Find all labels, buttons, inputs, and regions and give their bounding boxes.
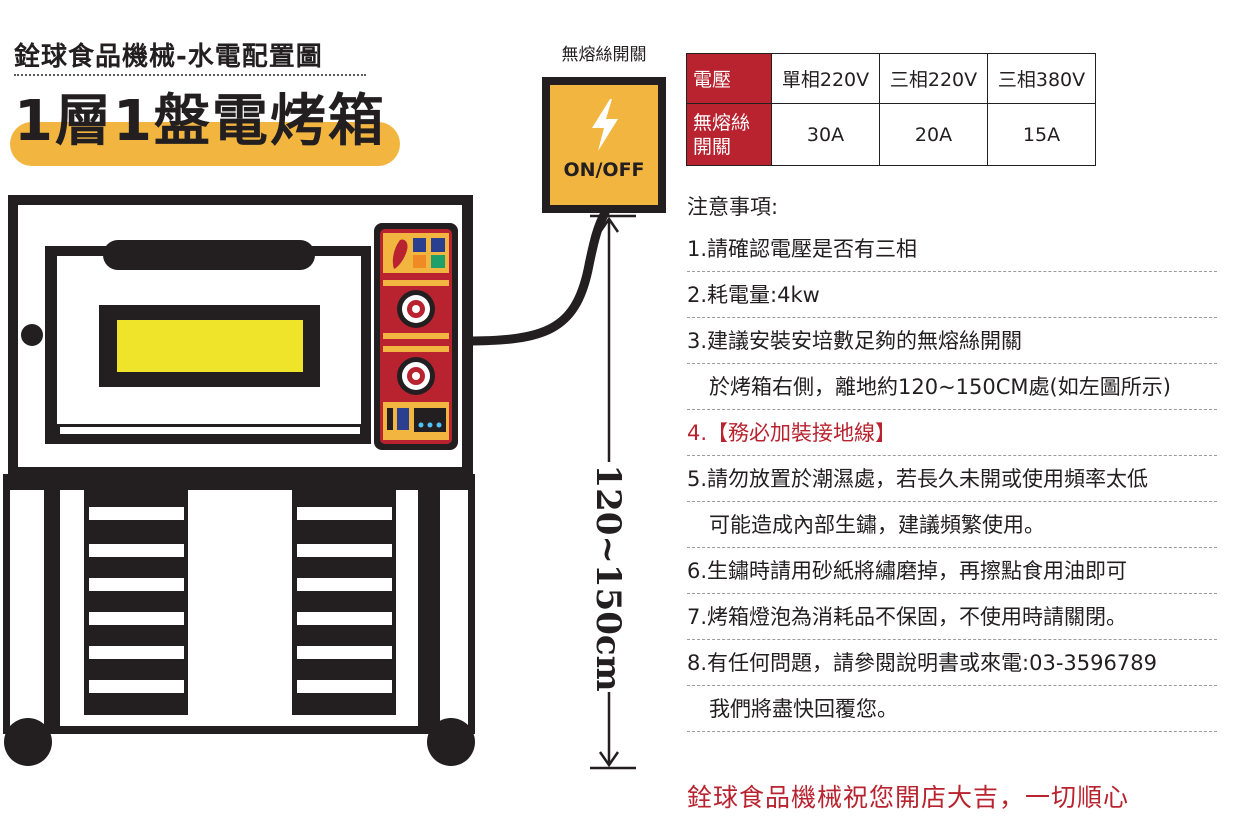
breaker-switch-box: ON/OFF	[542, 77, 666, 213]
rack-column-right	[292, 490, 396, 715]
list-item: 5.請勿放置於潮濕處，若長久未開或使用頻率太低	[687, 456, 1217, 502]
table-header-cell: 無熔絲 開關	[686, 103, 772, 166]
rack-column-left	[84, 490, 188, 715]
temperature-dial-top	[397, 290, 435, 328]
caster-wheel-right	[427, 718, 475, 766]
footer-greeting: 銓球食品機械祝您開店大吉，一切順心	[687, 783, 1130, 812]
table-header-line: 無熔絲	[693, 111, 751, 134]
list-item: 7.烤箱燈泡為消耗品不保固，不使用時請關閉。	[687, 594, 1217, 640]
oven-cabinet	[3, 195, 475, 766]
caster-wheel-left	[4, 718, 52, 766]
taiwan-map-icon	[392, 239, 408, 269]
list-item-warning: 4.【務必加裝接地線】	[687, 410, 1217, 456]
notes-title: 注意事項:	[687, 195, 779, 219]
table-column-header: 三相380V	[987, 53, 1096, 104]
breaker-switch-text: ON/OFF	[563, 159, 645, 181]
table-cell: 30A	[771, 103, 880, 166]
table-header-cell: 電壓	[686, 53, 772, 104]
door-handle	[103, 240, 315, 270]
table-row: 電壓 單相220V 三相220V 三相380V	[686, 53, 1096, 104]
subtitle-divider	[14, 74, 366, 76]
table-cell: 20A	[879, 103, 988, 166]
voltage-spec-table: 電壓 單相220V 三相220V 三相380V 無熔絲 開關 30A 20A 1…	[686, 53, 1096, 166]
door-hinge	[21, 324, 43, 346]
temperature-dial-bottom	[397, 357, 435, 395]
list-item: 可能造成內部生鏽，建議頻繁使用。	[687, 502, 1217, 548]
control-panel	[374, 223, 458, 450]
height-dimension-line	[590, 214, 636, 770]
lightning-bolt-icon	[592, 99, 618, 151]
list-item: 2.耗電量:4kw	[687, 272, 1217, 318]
list-item: 6.生鏽時請用砂紙將繡磨掉，再擦點食用油即可	[687, 548, 1217, 594]
breaker-label: 無熔絲開關	[561, 45, 647, 65]
list-item: 3.建議安裝安培數足夠的無熔絲開關	[687, 318, 1217, 364]
table-column-header: 單相220V	[771, 53, 880, 104]
title-highlight	[10, 122, 400, 166]
height-dimension-text: 120~150cm	[588, 464, 628, 692]
power-cable	[461, 208, 610, 346]
table-column-header: 三相220V	[879, 53, 988, 104]
diagram-title: 1層1盤電烤箱	[14, 89, 386, 154]
diagram-subtitle: 銓球食品機械-水電配置圖	[14, 42, 323, 72]
control-display	[414, 408, 446, 432]
table-header-line: 開關	[693, 135, 732, 158]
list-item: 1.請確認電壓是否有三相	[687, 226, 1217, 272]
table-cell: 15A	[987, 103, 1096, 166]
table-row: 無熔絲 開關 30A 20A 15A	[686, 103, 1096, 166]
oven-diagram	[3, 195, 636, 770]
breaker-switch-face: ON/OFF	[550, 85, 658, 205]
list-item: 8.有任何問題，請參閱說明書或來電:03-3596789	[687, 640, 1217, 686]
list-item: 於烤箱右側，離地約120~150CM處(如左圖所示)	[687, 364, 1217, 410]
list-item: 我們將盡快回覆您。	[687, 686, 1217, 732]
